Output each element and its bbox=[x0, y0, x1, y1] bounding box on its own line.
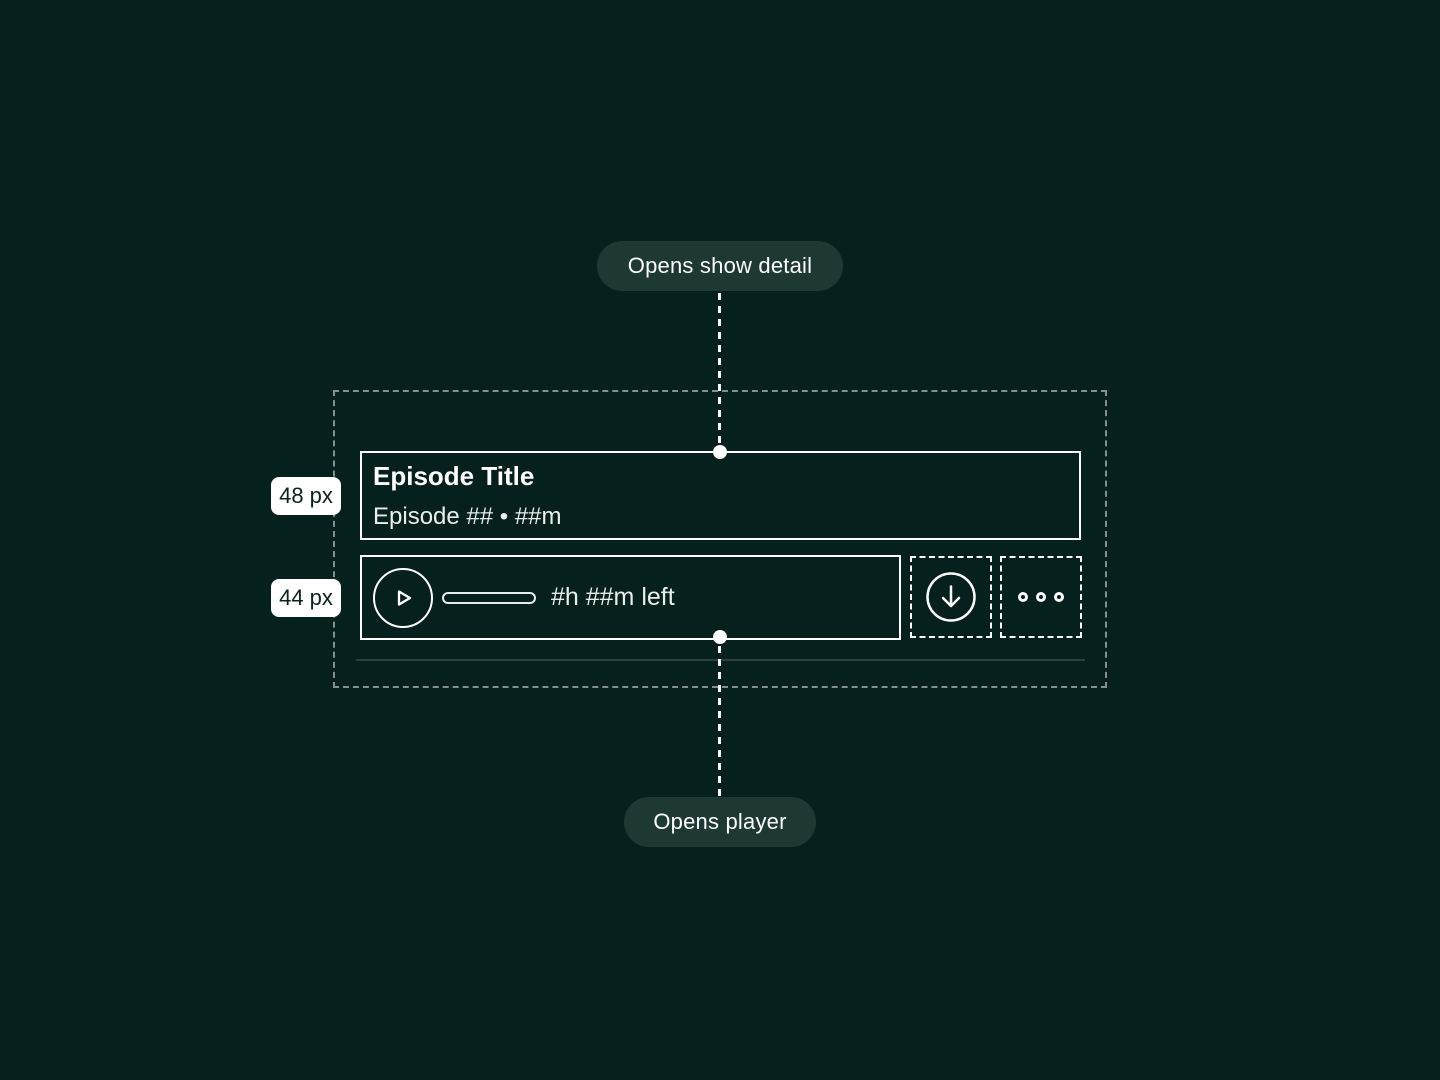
connector-line-top bbox=[718, 293, 721, 445]
callout-top-label: Opens show detail bbox=[627, 253, 813, 278]
callout-opens-show-detail: Opens show detail bbox=[597, 241, 843, 291]
connector-dot-bottom bbox=[713, 630, 727, 644]
measure-label-title-row: 48 px bbox=[271, 477, 341, 515]
more-options-icon bbox=[1018, 592, 1064, 602]
measure-44-text: 44 px bbox=[279, 585, 333, 610]
callout-opens-player: Opens player bbox=[624, 797, 816, 847]
episode-meta: Episode ## • ##m bbox=[373, 502, 562, 530]
callout-bottom-label: Opens player bbox=[653, 809, 787, 834]
measure-48-text: 48 px bbox=[279, 483, 333, 508]
measure-label-player-row: 44 px bbox=[271, 579, 341, 617]
more-options-button[interactable] bbox=[1000, 556, 1082, 638]
episode-title-box[interactable]: Episode Title Episode ## • ##m bbox=[360, 451, 1081, 540]
connector-dot-top bbox=[713, 445, 727, 459]
time-left-label: #h ##m left bbox=[551, 583, 675, 611]
download-button[interactable] bbox=[910, 556, 992, 638]
play-icon bbox=[389, 584, 417, 612]
download-icon bbox=[926, 572, 976, 622]
episode-title: Episode Title bbox=[373, 460, 535, 491]
progress-bar[interactable] bbox=[442, 591, 536, 604]
play-button[interactable] bbox=[373, 567, 433, 628]
player-row[interactable]: #h ##m left bbox=[360, 555, 901, 640]
connector-line-bottom bbox=[718, 646, 721, 797]
